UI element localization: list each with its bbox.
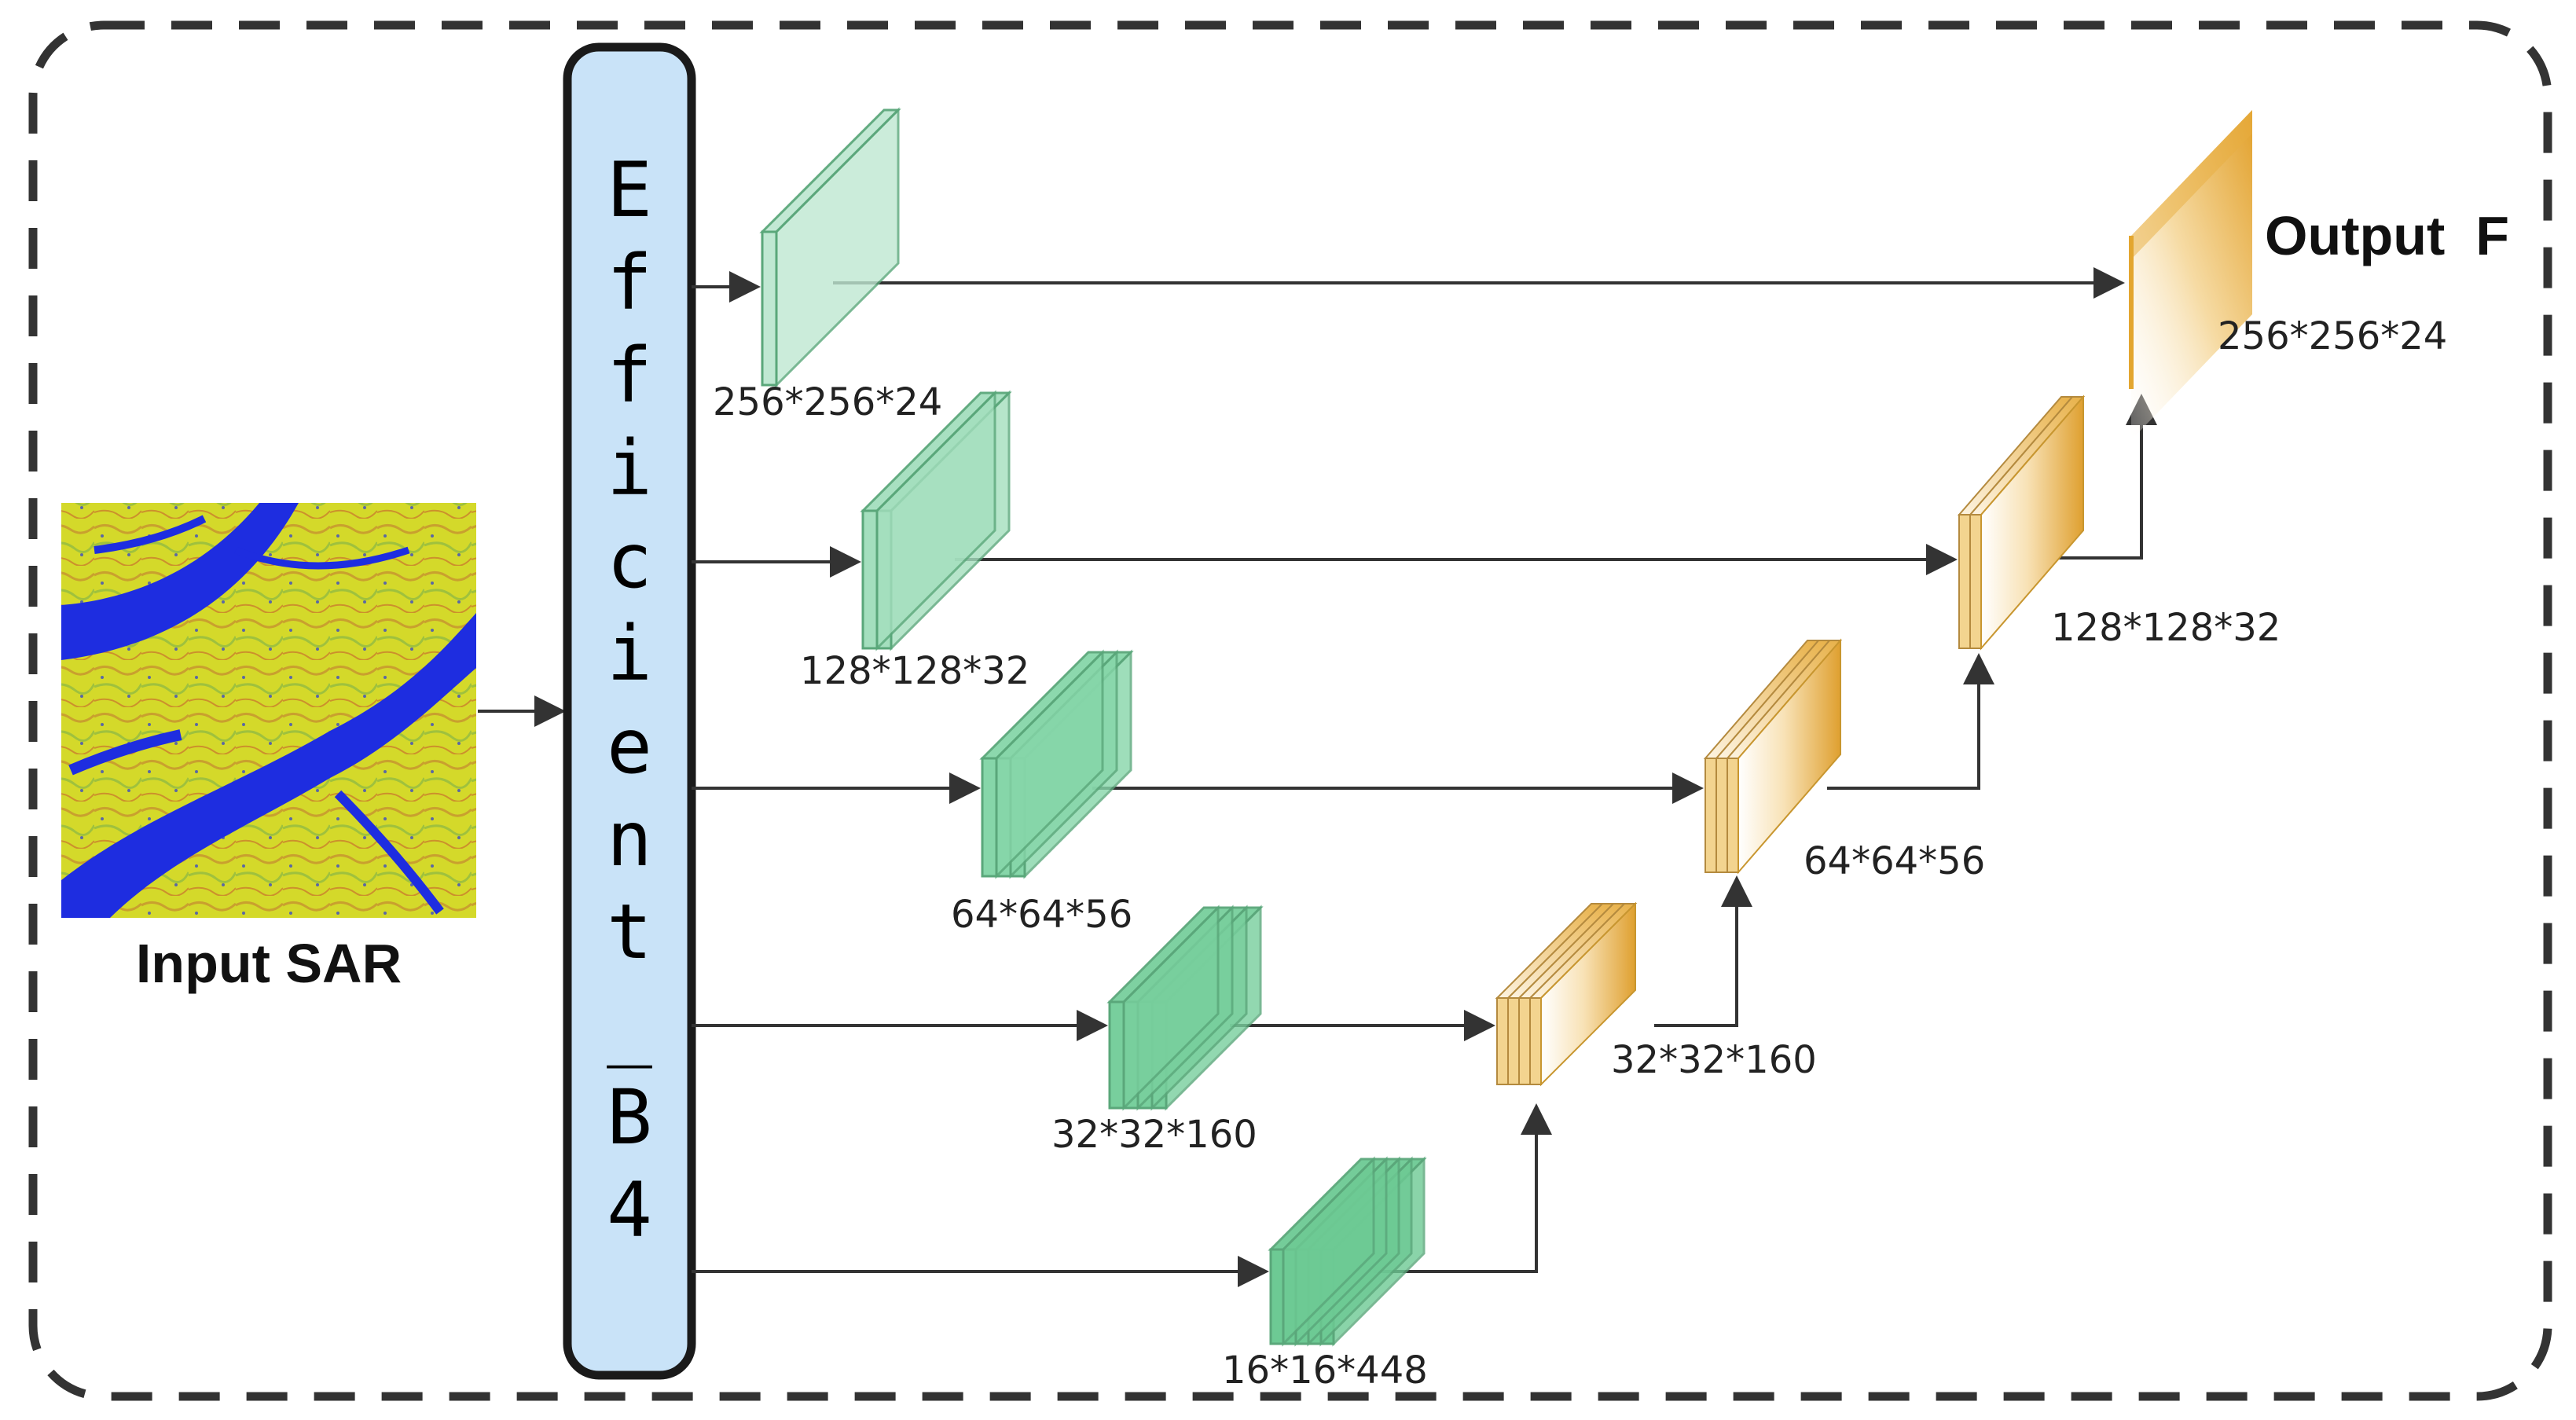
- decoder-feature-1: 32*32*160: [1495, 901, 1817, 1087]
- arrow-up-16-to-32: [1374, 1103, 1552, 1273]
- backbone-letter: n: [607, 795, 652, 883]
- backbone-letter: _: [607, 981, 652, 1069]
- backbone-letter: i: [607, 610, 652, 698]
- encoder-feature-3: 64*64*56: [951, 649, 1134, 937]
- arrow-up-32-to-64: [1654, 875, 1752, 1027]
- backbone-letter: 4: [607, 1166, 652, 1254]
- backbone-letter: c: [607, 517, 652, 605]
- encoder-dims-label: 32*32*160: [1051, 1113, 1257, 1157]
- encoder-dims-label: 16*16*448: [1222, 1348, 1428, 1392]
- backbone-letter: f: [607, 239, 652, 327]
- decoder-features: 32*32*160 64*64*56 128*128*32: [1495, 394, 2281, 1087]
- encoder-feature-5: 16*16*448: [1222, 1156, 1428, 1392]
- decoder-dims-label: 128*128*32: [2051, 606, 2281, 650]
- encoder-feature-1: 256*256*24: [713, 107, 942, 424]
- arrow-up-128-to-256: [2043, 394, 2157, 560]
- output-feature-map: [2129, 110, 2252, 440]
- backbone-letter: B: [607, 1073, 652, 1161]
- input-sar-label: Input SAR: [136, 933, 402, 994]
- input-sar-image: [61, 503, 476, 918]
- output-dims-label: 256*256*24: [2218, 314, 2447, 358]
- backbone-letter: E: [607, 146, 652, 234]
- output-label: Output F: [2265, 205, 2509, 266]
- decoder-feature-3: 128*128*32: [1957, 394, 2281, 651]
- encoder-dims-label: 128*128*32: [800, 649, 1029, 693]
- encoder-features: 256*256*24 128*128*32 64*64*56 32*32*160 16*…: [713, 107, 1428, 1392]
- decoder-dims-label: 64*64*56: [1804, 839, 1985, 883]
- decoder-dims-label: 32*32*160: [1611, 1038, 1817, 1082]
- decoder-feature-2: 64*64*56: [1703, 638, 1985, 883]
- backbone-letter: t: [607, 888, 652, 976]
- outer-dashed-border: [28, 20, 2552, 1401]
- arrow-up-64-to-128: [1827, 653, 1994, 790]
- backbone-letter: e: [607, 703, 652, 791]
- backbone-block: [563, 42, 696, 1380]
- encoder-feature-4: 32*32*160: [1051, 904, 1264, 1157]
- backbone-letter: f: [607, 332, 652, 420]
- encoder-feature-2: 128*128*32: [800, 390, 1029, 693]
- connection-arrows: [692, 267, 2157, 1287]
- encoder-dims-label: 256*256*24: [713, 380, 942, 424]
- backbone-letter: i: [607, 424, 652, 512]
- encoder-dims-label: 64*64*56: [951, 893, 1132, 937]
